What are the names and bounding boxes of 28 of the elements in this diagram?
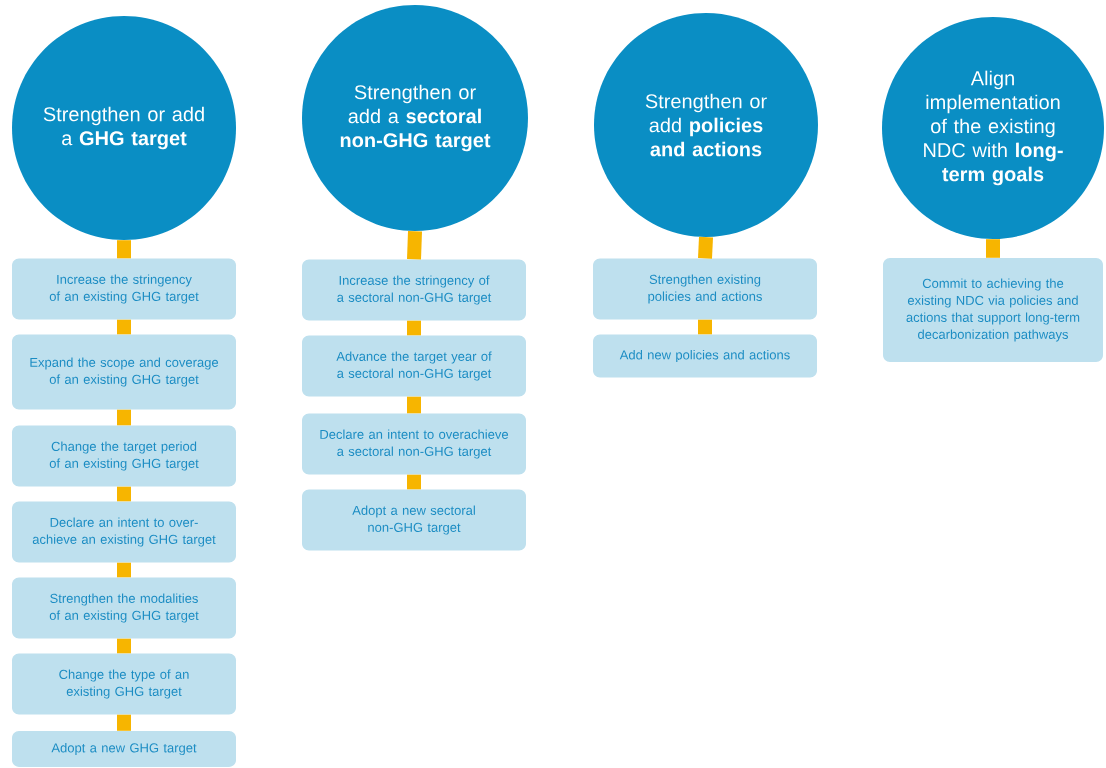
- action-box: Strengthen existing policies and actions: [593, 258, 817, 320]
- connector-bar: [986, 239, 1000, 258]
- action-box: Commit to achieving the existing NDC via policies and actions that support long-term decarbonization pathways: [883, 258, 1103, 362]
- action-box: Increase the stringency of an existing GHG target: [12, 258, 236, 320]
- connector-bar: [698, 236, 713, 259]
- action-box: Adopt a new GHG target: [12, 731, 236, 767]
- connector-bar: [117, 714, 131, 731]
- connector-bar: [407, 474, 421, 490]
- connector-bar: [117, 409, 131, 426]
- connector-bar: [117, 319, 131, 335]
- action-box: Change the type of an existing GHG target: [12, 653, 236, 715]
- connector-bar: [117, 486, 131, 502]
- connector-bar: [117, 638, 131, 654]
- action-box: Change the target period of an existing GHG target: [12, 425, 236, 487]
- action-box: Increase the stringency of a sectoral non-GHG target: [302, 259, 526, 321]
- action-box: Expand the scope and coverage of an existing GHG target: [12, 334, 236, 410]
- connector-bar: [698, 319, 712, 335]
- action-box: Strengthen the modalities of an existing GHG target: [12, 577, 236, 639]
- connector-bar: [117, 240, 131, 259]
- connector-bar: [407, 230, 422, 260]
- action-box: Advance the target year of a sectoral non-GHG target: [302, 335, 526, 397]
- action-box: Declare an intent to over-achieve an existing GHG target: [12, 501, 236, 563]
- action-box: Declare an intent to overachieve a sectoral non-GHG target: [302, 413, 526, 475]
- action-box: Add new policies and actions: [593, 334, 817, 378]
- connector-bar: [407, 320, 421, 336]
- action-box: Adopt a new sectoral non-GHG target: [302, 489, 526, 551]
- connector-bar: [117, 562, 131, 578]
- connector-bar: [407, 396, 421, 414]
